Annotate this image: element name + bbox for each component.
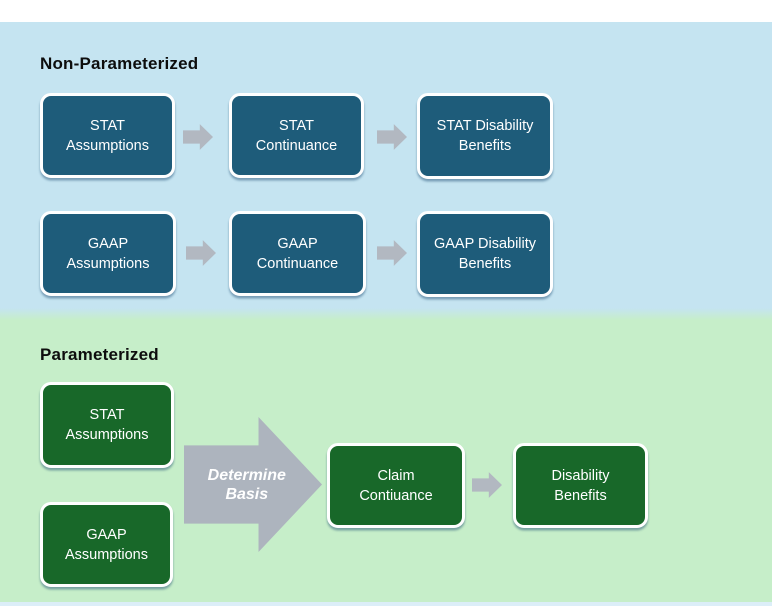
box-label: Assumptions (65, 137, 149, 154)
box-gaap-disability-benefits: GAAP Disability Benefits (417, 211, 553, 297)
section-title-non-parameterized: Non-Parameterized (40, 54, 199, 73)
box-param-gaap-assumptions: GAAP Assumptions (40, 502, 173, 587)
box-label: STAT Disability (436, 118, 534, 134)
box-stat-assumptions: STAT Assumptions (40, 93, 175, 178)
bottom-strip (0, 602, 772, 606)
box-label: GAAP Disability (433, 236, 537, 252)
box-gaap-assumptions: GAAP Assumptions (40, 211, 176, 296)
determine-basis-label: Determine Basis (184, 417, 310, 552)
section-title-parameterized: Parameterized (40, 345, 159, 364)
box-label: Disability (551, 467, 610, 484)
box-label: Assumptions (65, 427, 149, 443)
box-label: STAT (279, 117, 314, 134)
box-label: Assumptions (66, 255, 150, 272)
box-label: Benefits (458, 256, 512, 272)
box-disability-benefits: Disability Benefits (513, 443, 648, 528)
box-label: Continuance (255, 137, 338, 154)
big-arrow-label-line: Basis (225, 485, 269, 503)
box-label: GAAP (277, 235, 318, 252)
box-label: Assumptions (64, 546, 148, 563)
box-label: STAT (89, 407, 125, 423)
box-label: Claim (377, 467, 415, 484)
box-claim-continuance: Claim Contiuance (327, 443, 465, 528)
box-label: Benefits (554, 487, 607, 504)
big-arrow-label-line: Determine (207, 466, 286, 484)
box-label: STAT (90, 117, 125, 134)
box-gaap-continuance: GAAP Continuance (229, 211, 366, 296)
box-label: GAAP (86, 526, 127, 543)
box-label: GAAP (87, 235, 129, 252)
box-label: Benefits (458, 138, 512, 154)
box-param-stat-assumptions: STAT Assumptions (40, 382, 174, 468)
box-label: Contiuance (359, 487, 433, 504)
box-stat-continuance: STAT Continuance (229, 93, 364, 178)
box-stat-disability-benefits: STAT Disability Benefits (417, 93, 553, 179)
box-label: Continuance (256, 255, 339, 272)
